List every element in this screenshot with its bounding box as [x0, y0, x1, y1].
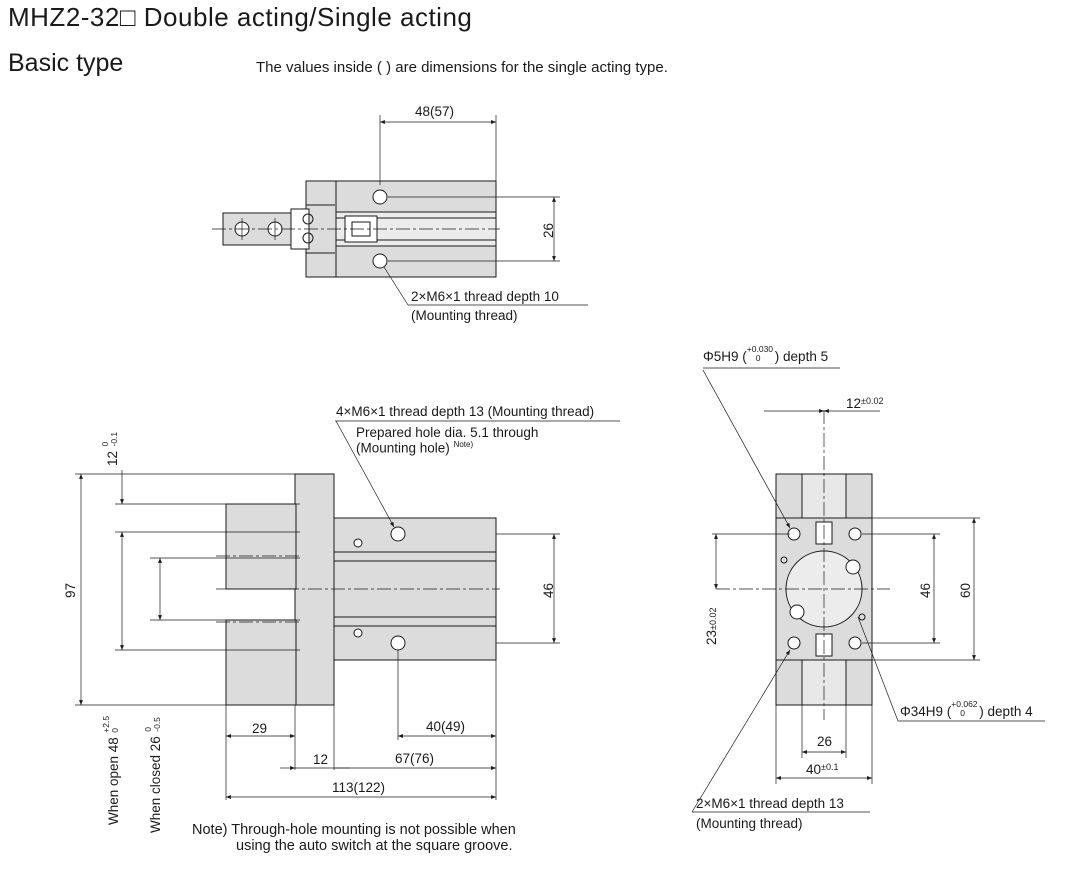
dim-open-stroke: When open 48 +2.5 0 — [101, 715, 123, 825]
footer-note-2: using the auto switch at the square groo… — [236, 838, 513, 854]
pin-hole-label: Φ5H9 ( — [703, 349, 747, 364]
dim-side-12: 12±0.02 — [846, 396, 884, 411]
dim-side-46: 46 — [918, 582, 933, 598]
front-finger-upper — [225, 503, 297, 590]
dim-40-value: 40 — [806, 762, 822, 777]
dim-12-value: 12 — [846, 396, 862, 411]
dim-total: 113(122) — [332, 780, 386, 795]
dim-side-23: 23±0.02 — [703, 608, 721, 646]
dim-23-tol: ±0.02 — [708, 607, 718, 630]
closed-tol: 0 -0.5 — [143, 714, 164, 732]
front-finger-lower — [225, 619, 297, 706]
dim-finger-width-tol: 0 -0.1 — [100, 429, 121, 447]
dim-top-width: 48(57) — [415, 104, 455, 119]
top-view — [212, 115, 588, 306]
closed-label: When closed 26 — [148, 736, 163, 833]
pin-hole-depth: ) depth 5 — [774, 349, 829, 364]
front-callout-hole-text: (Mounting hole) — [356, 440, 450, 456]
dim-body-height: 46 — [541, 582, 556, 598]
bore-depth: ) depth 4 — [979, 704, 1033, 719]
top-mount-hole — [372, 189, 388, 205]
dim-side-40: 40±0.1 — [806, 762, 838, 777]
dim-side-26: 26 — [817, 734, 833, 749]
dim-closed-stroke: When closed 26 0 -0.5 — [143, 714, 165, 833]
page-subtitle: Basic type — [8, 49, 124, 77]
footer-note-1: Note) Through-hole mounting is not possi… — [192, 822, 516, 838]
front-callout-hole: Prepared hole dia. 5.1 through — [356, 425, 539, 440]
bore-label: Φ34H9 ( — [900, 704, 952, 719]
front-view — [75, 420, 620, 800]
tol-down: -0.1 — [108, 431, 119, 447]
tol-down: 0 — [109, 727, 120, 733]
dim-finger-len: 29 — [252, 721, 268, 736]
top-mount-hole — [372, 253, 388, 269]
dim-overall-height: 97 — [63, 582, 78, 598]
front-mount-hole — [390, 635, 406, 651]
dim-67: 67(76) — [395, 751, 435, 766]
dim-finger-width-value: 12 — [105, 450, 120, 466]
tol-down: -0.5 — [151, 717, 162, 732]
dim-body-len: 40(49) — [426, 719, 466, 734]
dim-side-60: 60 — [958, 582, 973, 598]
front-callout-thread: 4×M6×1 thread depth 13 (Mounting thread) — [336, 404, 595, 419]
side-view — [691, 367, 1045, 813]
front-callout-note-ref: Note) — [453, 440, 474, 449]
tol-up: +0.062 — [951, 699, 978, 710]
front-mount-hole — [390, 526, 406, 542]
dim-flange: 12 — [313, 752, 329, 767]
side-thread-callout: 2×M6×1 thread depth 13 — [696, 796, 844, 811]
top-thread-callout: 2×M6×1 thread depth 10 — [411, 289, 559, 304]
front-callout-hole-sub: (Mounting hole) Note) — [356, 440, 473, 456]
tol-down: 0 — [960, 708, 966, 719]
dimension-note: The values inside ( ) are dimensions for… — [256, 59, 668, 76]
open-label: When open 48 — [106, 737, 121, 825]
page-title: MHZ2-32□ Double acting/Single acting — [8, 2, 473, 32]
tol-up: +0.030 — [746, 344, 774, 355]
dim-12-tol: ±0.02 — [861, 396, 884, 406]
open-tol: +2.5 0 — [101, 715, 122, 733]
dim-23-value: 23 — [704, 629, 719, 645]
top-thread-callout-sub: (Mounting thread) — [411, 308, 518, 323]
dim-finger-width: 12 0 -0.1 — [100, 429, 122, 466]
side-thread-callout-sub: (Mounting thread) — [696, 816, 803, 831]
dim-40-tol: ±0.1 — [821, 762, 839, 772]
tol-down: 0 — [755, 353, 761, 364]
dim-top-height: 26 — [541, 222, 556, 238]
front-flange — [294, 473, 335, 706]
